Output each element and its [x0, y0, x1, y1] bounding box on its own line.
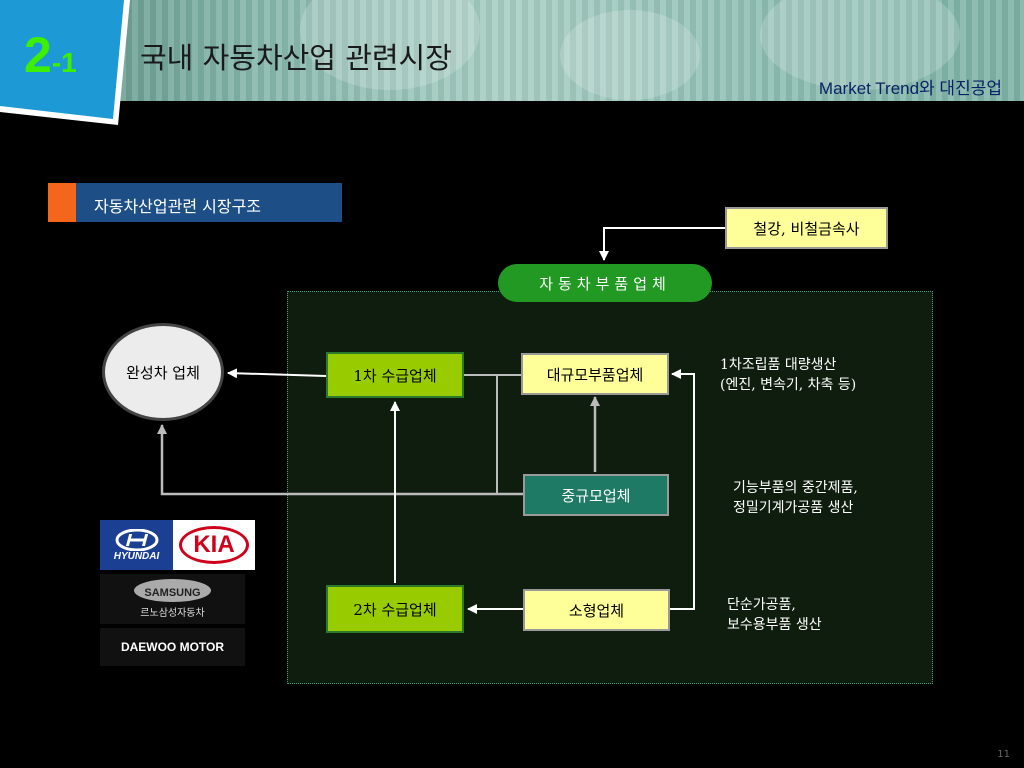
section-header: 자동차산업관련 시장구조	[48, 183, 342, 222]
slide-number-minor: -1	[51, 47, 77, 78]
daewoo-wordmark: DAEWOO MOTOR	[120, 640, 225, 654]
page-title: 국내 자동차산업 관련시장	[140, 41, 452, 75]
hyundai-wordmark: HYUNDAI	[113, 550, 160, 562]
page-subtitle: Market Trend와 대진공업	[818, 79, 1002, 98]
automaker-oval: 완성차 업체	[102, 323, 224, 421]
small-maker-box: 소형업체	[523, 589, 670, 631]
steel-suppliers-box: 철강, 비철금속사	[725, 207, 888, 249]
slide-number: 2-1	[24, 26, 77, 84]
slide-number-major: 2	[24, 27, 52, 83]
medium-maker-description: 기능부품의 중간제품, 정밀기계가공품 생산	[733, 480, 858, 516]
large-maker-description: 1차조립품 대량생산 (엔진, 변속기, 차축 등)	[720, 357, 857, 393]
hyundai-emblem-icon	[115, 528, 158, 551]
tier1-supplier-box: 1차 수급업체	[326, 352, 464, 398]
arrow-small-to-large	[670, 369, 695, 610]
arrow-steel-to-parts	[599, 227, 725, 261]
tier2-supplier-box: 2차 수급업체	[326, 585, 464, 633]
parts-makers-pill: 자동차부품업체	[498, 264, 712, 302]
samsung-sub-wordmark: 르노삼성자동차	[140, 608, 205, 619]
kia-wordmark: KIA	[193, 531, 235, 558]
large-parts-maker-box: 대규모부품업체	[521, 353, 669, 395]
section-accent	[48, 183, 76, 222]
small-maker-description: 단순가공품, 보수용부품 생산	[727, 597, 822, 633]
samsung-logo: SAMSUNG 르노삼성자동차	[100, 574, 245, 624]
slide-number-badge	[0, 0, 130, 125]
arrow-tier1-to-oval	[227, 368, 327, 379]
hyundai-logo: HYUNDAI	[100, 520, 173, 570]
medium-maker-box: 중규모업체	[523, 474, 669, 516]
header-banner	[0, 0, 1024, 101]
arrow-medium-to-oval	[157, 424, 523, 496]
section-label: 자동차산업관련 시장구조	[94, 197, 262, 216]
page-number: 11	[997, 749, 1010, 760]
daewoo-logo: DAEWOO MOTOR	[100, 628, 245, 666]
samsung-wordmark: SAMSUNG	[144, 587, 201, 599]
kia-logo: KIA	[173, 520, 255, 570]
